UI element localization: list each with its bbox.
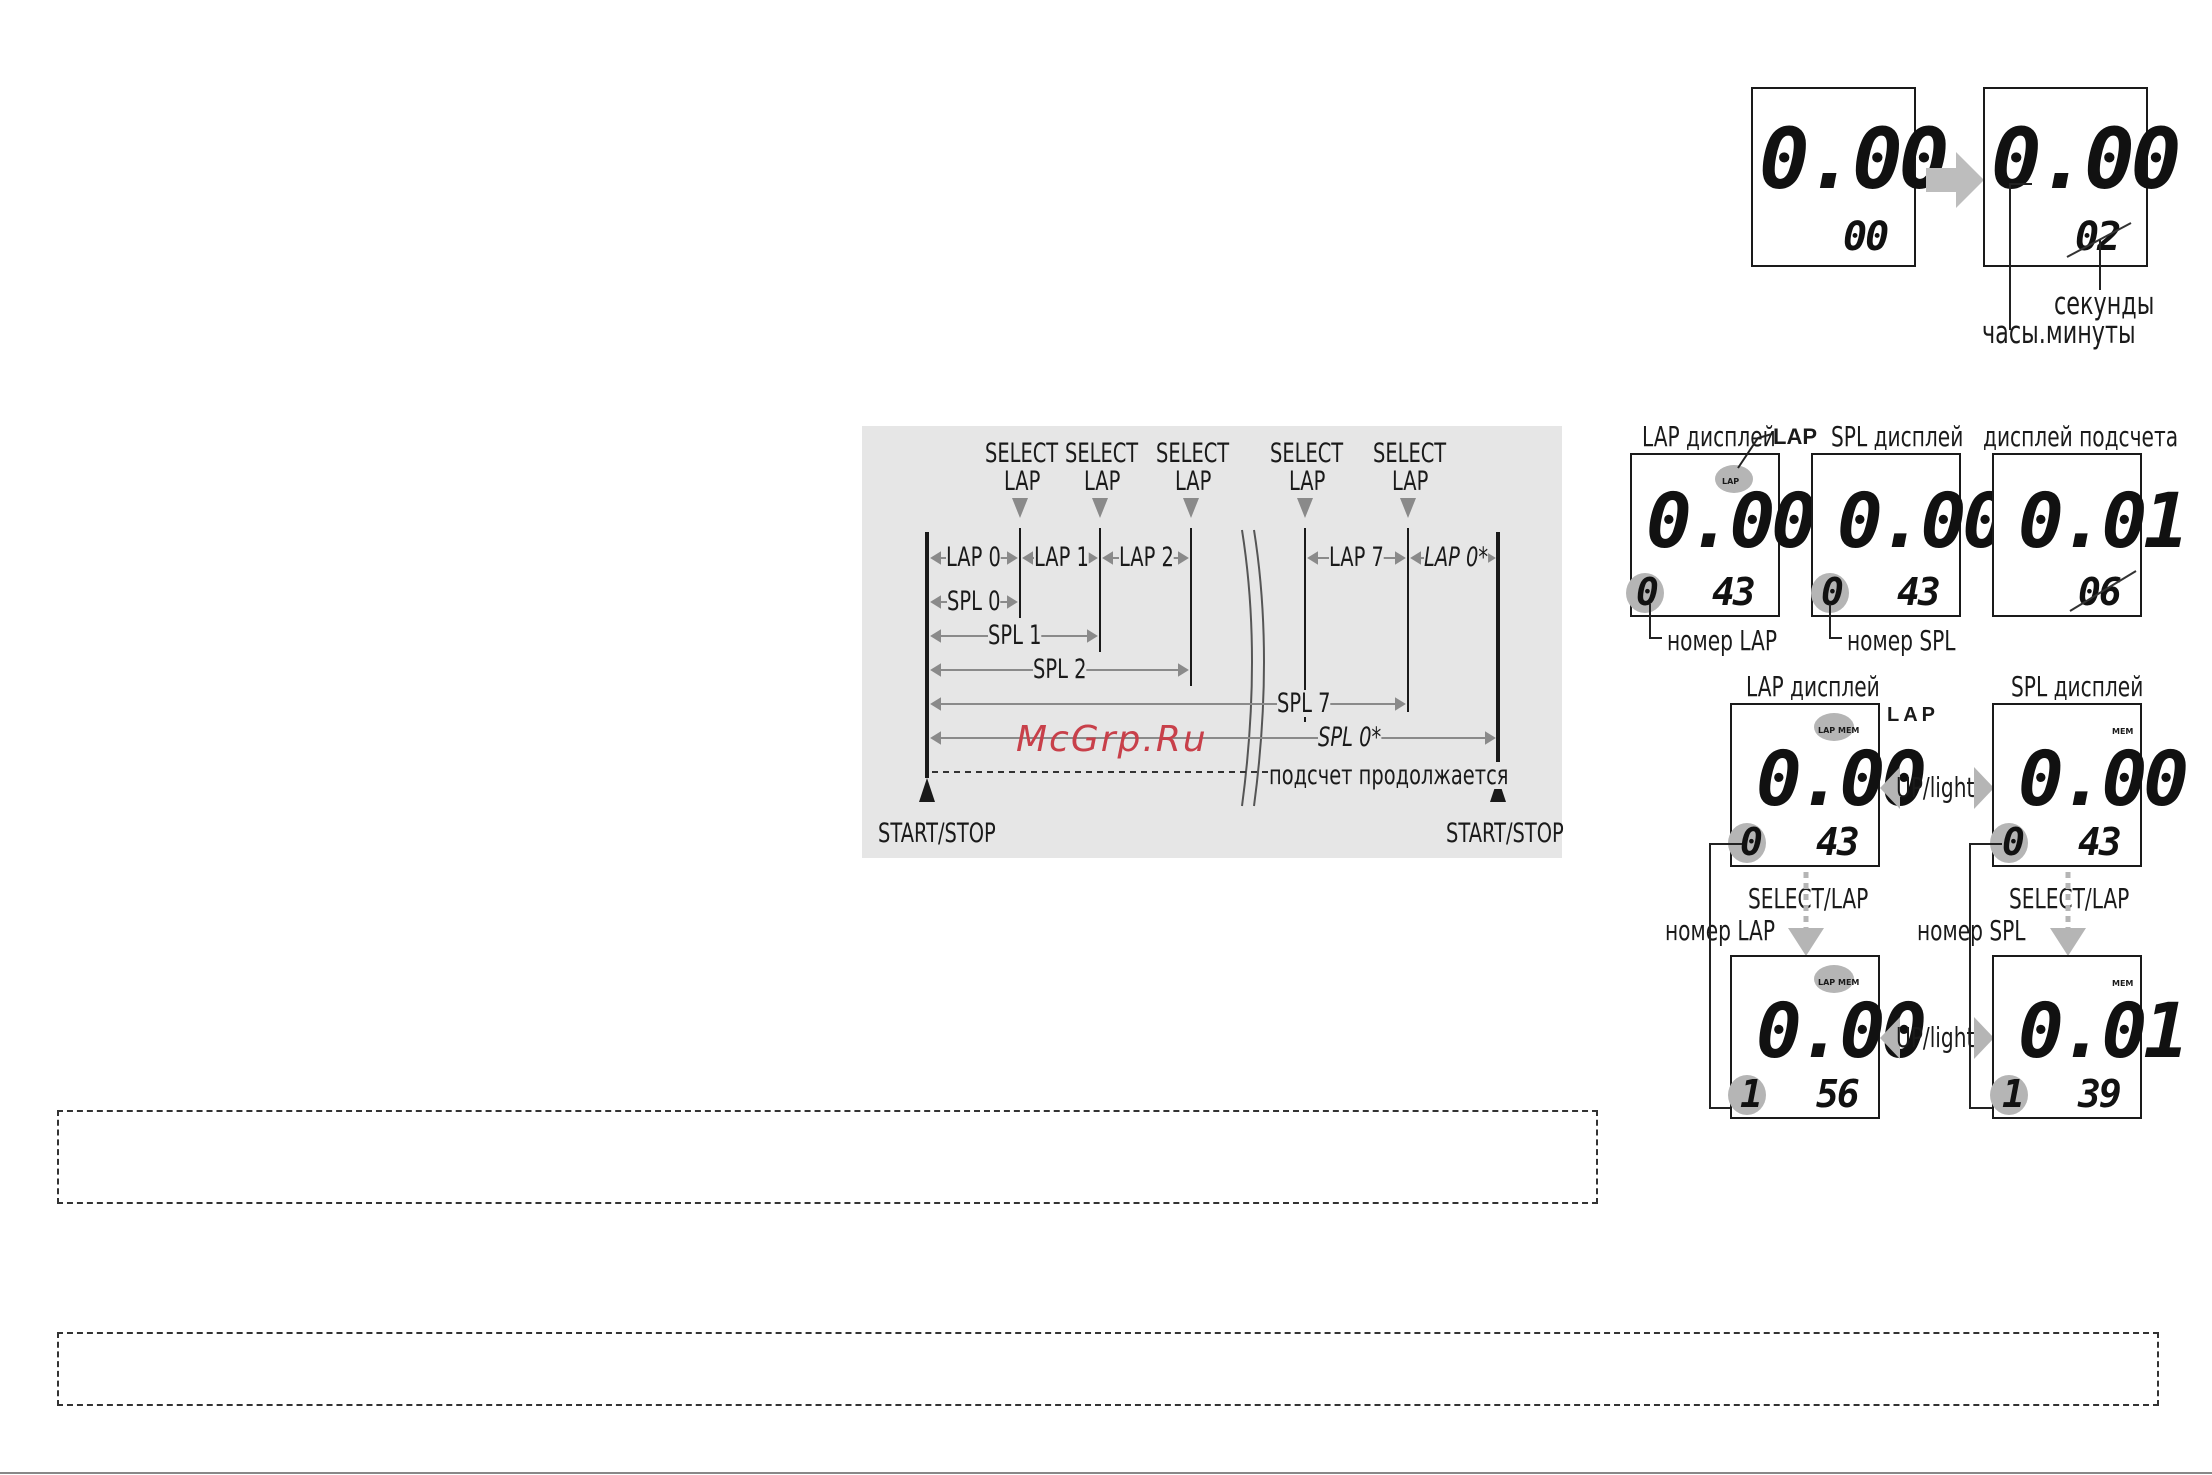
lap-number-value: 0	[1740, 820, 1763, 864]
display-sub-value: 02	[2075, 214, 2121, 260]
lap-label: LAP 0*	[1424, 542, 1489, 573]
lap-label: LAP 0	[946, 542, 1001, 573]
spl-display-memory: MEM 0.00 0 43	[1990, 703, 2189, 867]
lap-number-value: 0	[1636, 570, 1659, 614]
split-label: SPL 7	[1277, 688, 1331, 719]
spl-number-label-2: номер SPL	[1917, 914, 2026, 947]
lap-number-value: 1	[1740, 1072, 1763, 1116]
display-sub-value: 43	[1816, 820, 1860, 864]
lap-display-memory-next: LAP MEM 0.00 1 56	[1728, 955, 1927, 1119]
mem-badge: MEM	[2112, 979, 2134, 988]
diagram-lines	[919, 498, 1506, 807]
up-light-arrow-bottom: UP/light	[1880, 1015, 1994, 1061]
display-main-value: 0.00	[2018, 734, 2189, 823]
lap-callout: LAP	[1773, 424, 1817, 449]
split-label: SPL 2	[1033, 654, 1087, 685]
lap-label: LAP 1	[1034, 542, 1089, 573]
up-light-arrow: UP/light	[1880, 765, 1994, 811]
lap-indicator-dot	[1715, 465, 1753, 493]
page-bottom-rule	[0, 1472, 2212, 1474]
display-sub-value: 56	[1816, 1072, 1860, 1116]
mem-badge: MEM	[1838, 978, 1860, 987]
display-initial: 0.00 00	[1751, 87, 1949, 267]
display-main-value: 0.01	[2018, 476, 2189, 565]
number-label-lines	[1649, 604, 1842, 639]
display-main-value: 0.00	[1991, 110, 2181, 208]
display-main-value: 0.00	[1837, 476, 2008, 565]
select-label: SELECT	[1156, 438, 1230, 469]
count-display-title: дисплей подсчета	[1983, 420, 2179, 453]
lap-split-diagram: SELECT LAP SELECT LAP SELECT LAP SELECT …	[862, 426, 1564, 858]
spl-number-dot	[1990, 1075, 2028, 1115]
select-label: SELECT	[1270, 438, 1344, 469]
lap-badge: LAP	[1818, 726, 1836, 735]
start-stop-right: START/STOP	[1446, 818, 1564, 849]
select-lap-arrow-left	[1788, 872, 1824, 956]
display-sub-value: 39	[2078, 1072, 2122, 1116]
display-sub-value: 43	[1712, 570, 1756, 614]
split-label: SPL 1	[988, 620, 1042, 651]
lap-indicator-dot	[1814, 965, 1854, 993]
select-lap-arrow-right	[2050, 872, 2086, 956]
lap-number-label: номер LAP	[1667, 624, 1777, 657]
mem-badge: MEM	[1838, 726, 1860, 735]
display-sub-value: 43	[2078, 820, 2122, 864]
up-light-label: UP/light	[1896, 771, 1975, 804]
select-label: SELECT	[1373, 438, 1447, 469]
lap-label: LAP 2	[1119, 542, 1174, 573]
lap-display-title: LAP дисплей	[1642, 420, 1776, 453]
note-box-1	[57, 1110, 1598, 1204]
lap-callout-2: LAP	[1887, 704, 1939, 726]
split-label: SPL 0*	[1318, 722, 1382, 753]
continues-label: подсчет продолжается	[1269, 760, 1509, 791]
spl-number-value: 1	[2002, 1072, 2025, 1116]
seconds-label: секунды	[2054, 286, 2155, 322]
spl-number-value: 0	[2002, 820, 2025, 864]
lap-number-dot	[1626, 573, 1664, 613]
select-label: SELECT	[1065, 438, 1139, 469]
lap-display-memory: LAP MEM 0.00 0 43	[1728, 703, 1927, 867]
spl-display-title-2: SPL дисплей	[2011, 670, 2144, 703]
select-label-lap: LAP	[1289, 466, 1326, 497]
select-label-lap: LAP	[1175, 466, 1212, 497]
lap-number-dot	[1728, 1075, 1766, 1115]
lap-badge: LAP	[1722, 477, 1740, 486]
select-label-lap: LAP	[1004, 466, 1041, 497]
lap-display-title-2: LAP дисплей	[1746, 670, 1880, 703]
lap-callout-line	[1737, 433, 1773, 469]
display-sub-value: 00	[1843, 214, 1889, 260]
mem-badge: MEM	[2112, 727, 2134, 736]
watermark: McGrp.Ru	[1016, 719, 1208, 760]
select-label: SELECT	[985, 438, 1059, 469]
start-stop-left: START/STOP	[878, 818, 996, 849]
display-main-value: 0.00	[1759, 110, 1949, 208]
transition-arrow	[1926, 150, 1986, 210]
spl-display: 0.00 0 43	[1811, 453, 2008, 617]
select-label-lap: LAP	[1392, 466, 1429, 497]
display-sub-value: 43	[1897, 570, 1941, 614]
lap-number-label-2: номер LAP	[1665, 914, 1775, 947]
lap-label: LAP 7	[1329, 542, 1384, 573]
note-box-2	[57, 1332, 2159, 1406]
select-label-lap: LAP	[1084, 466, 1121, 497]
lap-display: LAP 0.00 0 43	[1626, 453, 1817, 617]
spl-display-title: SPL дисплей	[1831, 420, 1964, 453]
spl-display-memory-next: MEM 0.01 1 39	[1990, 955, 2189, 1119]
display-main-value: 0.00	[1646, 476, 1817, 565]
split-label: SPL 0	[947, 586, 1001, 617]
callout-lines-top	[2009, 183, 2101, 330]
up-light-label: UP/light	[1896, 1021, 1975, 1054]
lap-badge: LAP	[1818, 978, 1836, 987]
spl-number-value: 0	[1821, 570, 1844, 614]
spl-number-label: номер SPL	[1847, 624, 1956, 657]
hours-minutes-label: часы.минуты	[1982, 315, 2136, 351]
number-bracket-lines	[1709, 843, 2002, 1109]
lap-indicator-dot	[1814, 713, 1854, 741]
display-main-value: 0.01	[2018, 986, 2189, 1075]
count-display: 0.01 06	[1992, 453, 2189, 617]
